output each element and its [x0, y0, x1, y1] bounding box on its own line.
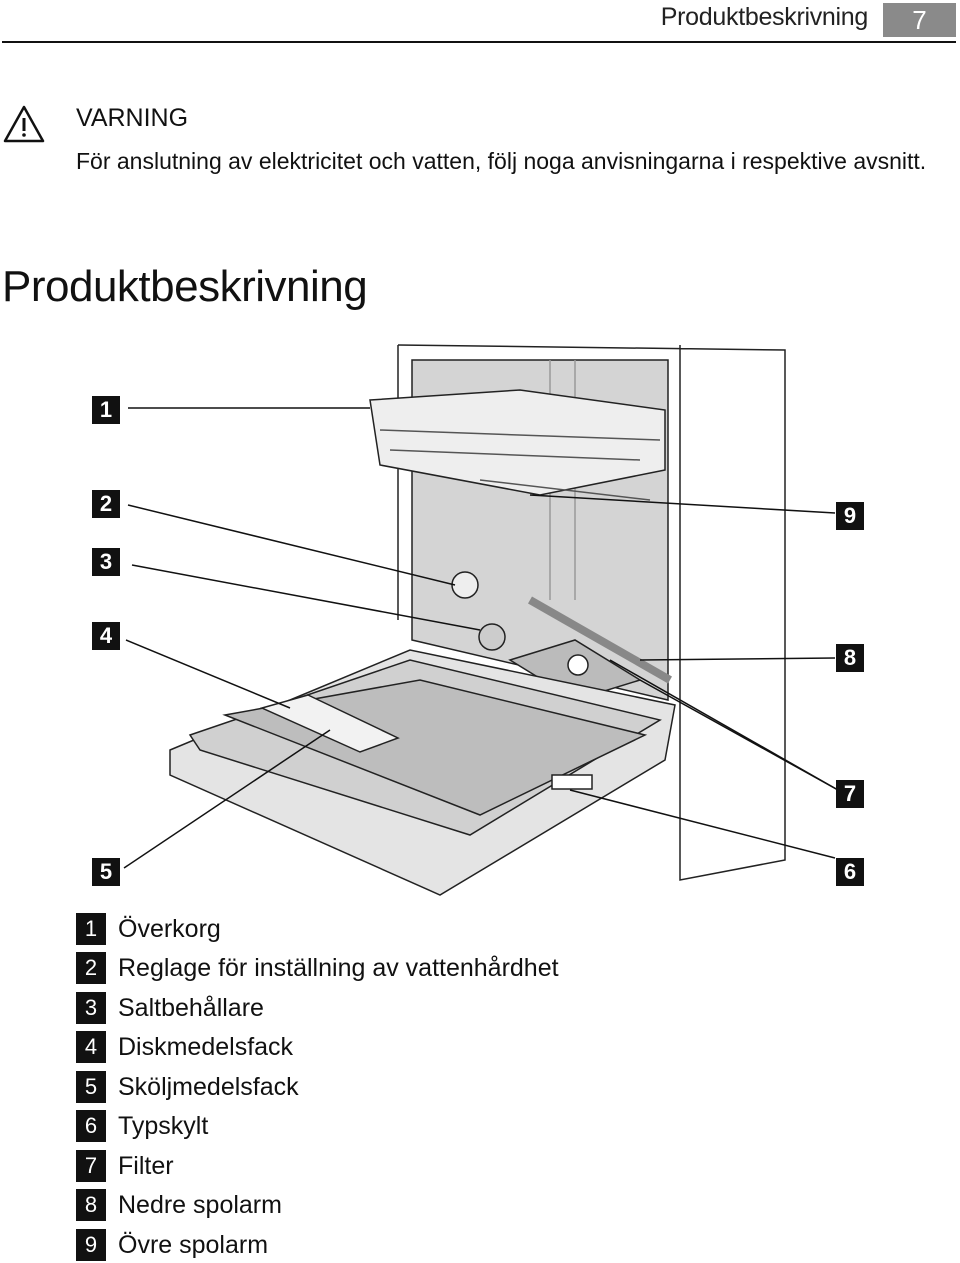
legend-number: 5	[76, 1071, 106, 1103]
legend-item: 8 Nedre spolarm	[76, 1189, 282, 1221]
callout-4: 4	[92, 622, 120, 650]
callout-9: 9	[836, 502, 864, 530]
legend-number: 7	[76, 1150, 106, 1182]
legend-number: 4	[76, 1031, 106, 1063]
callout-7: 7	[836, 780, 864, 808]
dishwasher-diagram	[123, 344, 839, 896]
legend-label: Diskmedelsfack	[118, 1032, 294, 1061]
legend-number: 2	[76, 952, 106, 984]
legend-item: 7 Filter	[76, 1150, 174, 1182]
callout-3: 3	[92, 548, 120, 576]
section-title: Produktbeskrivning	[2, 262, 368, 311]
legend-number: 3	[76, 992, 106, 1024]
callout-6: 6	[836, 858, 864, 886]
header-section-title: Produktbeskrivning	[660, 3, 869, 31]
header-divider	[2, 41, 956, 43]
legend-number: 8	[76, 1189, 106, 1221]
callout-2: 2	[92, 490, 120, 518]
legend-label: Nedre spolarm	[118, 1190, 282, 1219]
legend-number: 9	[76, 1229, 106, 1261]
warning-triangle-icon	[3, 105, 45, 143]
legend-label: Saltbehållare	[118, 993, 264, 1022]
callout-5: 5	[92, 858, 120, 886]
legend-item: 2 Reglage för inställning av vattenhårdhe…	[76, 952, 559, 984]
callout-8: 8	[836, 644, 864, 672]
warning-title: VARNING	[76, 104, 189, 132]
legend-item: 6 Typskylt	[76, 1110, 208, 1142]
legend-item: 1 Överkorg	[76, 913, 221, 945]
legend-item: 4 Diskmedelsfack	[76, 1031, 293, 1063]
legend-item: 9 Övre spolarm	[76, 1229, 268, 1261]
legend-label: Överkorg	[118, 914, 221, 943]
callout-1: 1	[92, 396, 120, 424]
legend-label: Reglage för inställning av vattenhårdhet	[118, 953, 559, 982]
legend-label: Övre spolarm	[118, 1230, 269, 1259]
legend-label: Typskylt	[118, 1111, 209, 1140]
legend-number: 6	[76, 1110, 106, 1142]
legend-item: 3 Saltbehållare	[76, 992, 264, 1024]
warning-text: För anslutning av elektricitet och vatte…	[76, 148, 927, 174]
legend-number: 1	[76, 913, 106, 945]
page-number: 7	[883, 3, 956, 37]
legend-item: 5 Sköljmedelsfack	[76, 1071, 299, 1103]
legend-label: Filter	[118, 1151, 174, 1180]
legend-label: Sköljmedelsfack	[118, 1072, 299, 1101]
